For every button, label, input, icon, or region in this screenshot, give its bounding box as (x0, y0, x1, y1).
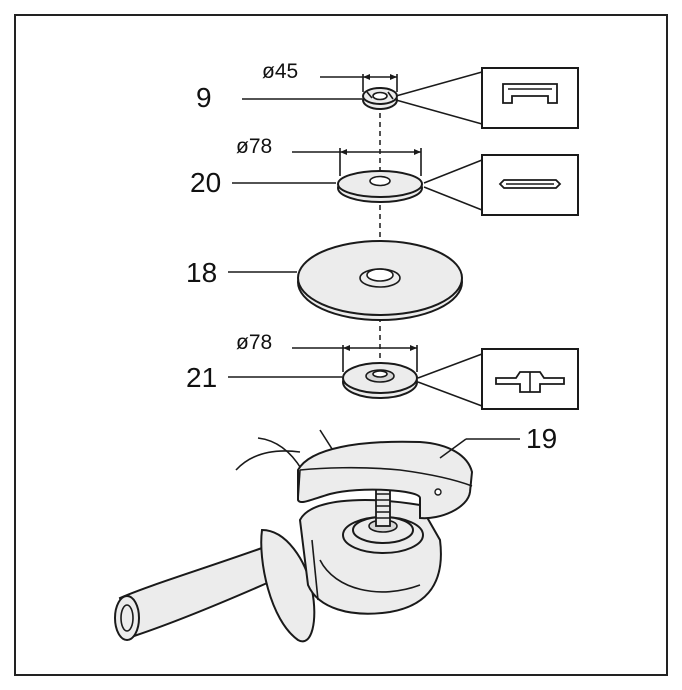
leader-19-a (439, 438, 467, 459)
outer-flange (337, 170, 423, 203)
callout-outer-flange (423, 154, 579, 216)
dimension-outer-flange: ø78 (236, 135, 422, 176)
part-label-9: 9 (196, 82, 212, 113)
lock-nut (362, 87, 398, 110)
angle-grinder-icon (114, 429, 474, 643)
dimension-label-outer-flange: ø78 (236, 135, 272, 158)
lock-nut-section-icon (502, 83, 558, 104)
part-label-20: 20 (190, 167, 221, 198)
part-label-18: 18 (186, 257, 217, 288)
callout-inner-flange (417, 348, 579, 410)
diagram-border (14, 14, 668, 676)
grinding-wheel (297, 240, 463, 321)
part-label-21: 21 (186, 362, 217, 393)
dimension-label-inner-flange: ø78 (236, 331, 272, 354)
dimension-nut: ø45 (262, 60, 398, 92)
inner-flange-section-icon (495, 371, 565, 393)
outer-flange-section-icon (498, 179, 562, 189)
dimension-inner-flange: ø78 (236, 331, 418, 372)
callout-nut (395, 67, 579, 129)
dimension-label-nut: ø45 (262, 60, 298, 83)
part-label-19: 19 (526, 423, 557, 454)
inner-flange (342, 362, 418, 399)
